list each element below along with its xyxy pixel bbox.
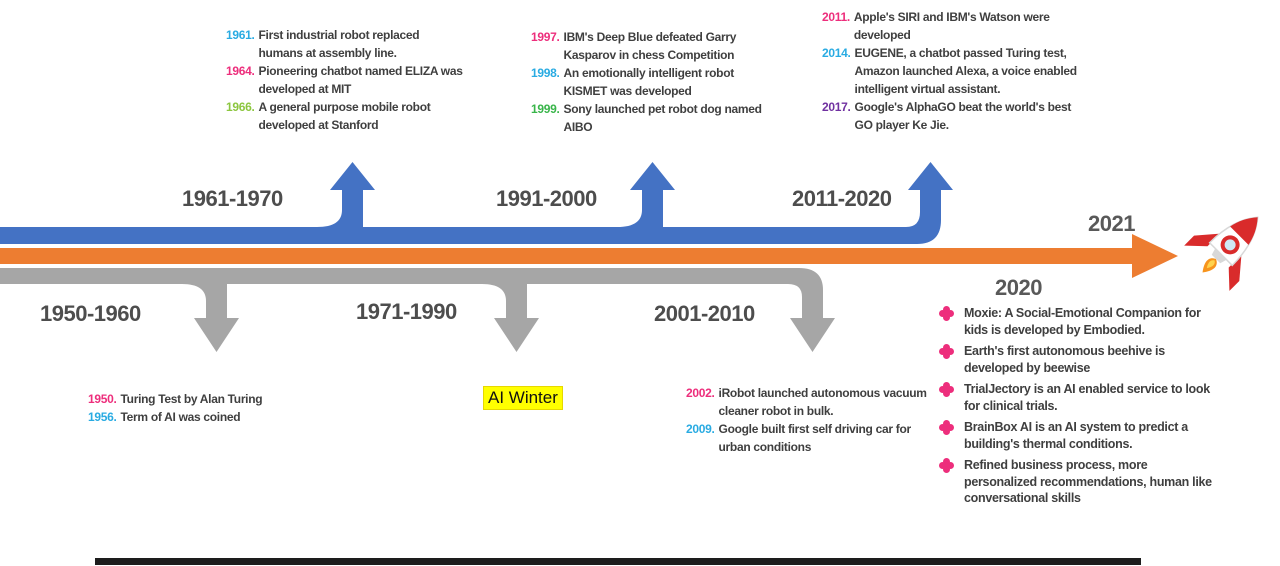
- list-item: Earth's first autonomous beehive is deve…: [941, 343, 1233, 376]
- event-year: 1964.: [226, 64, 255, 78]
- event-text: An emotionally intelligent robot KISMET …: [563, 66, 735, 98]
- event-text: iRobot launched autonomous vacuum cleane…: [718, 386, 927, 418]
- period-label-2001-2010: 2001-2010: [654, 301, 755, 326]
- event-text: Sony launched pet robot dog named AIBO: [563, 102, 762, 134]
- bullet-text: Earth's first autonomous beehive is deve…: [964, 344, 1165, 375]
- bullets-2020: Moxie: A Social-Emotional Companion for …: [941, 305, 1233, 507]
- flower-bullet-icon: [943, 424, 950, 431]
- event-1961: 1961. First industrial robot replaced hu…: [226, 26, 466, 62]
- event-text: Google built first self driving car for …: [718, 422, 912, 454]
- period-label-2011-2020: 2011-2020: [792, 186, 892, 211]
- gray-timeline-band: [0, 268, 835, 352]
- event-year: 1998.: [531, 66, 560, 80]
- orange-timeline-arrow: [0, 234, 1178, 278]
- period-label-1971-1990: 1971-1990: [356, 299, 457, 324]
- flower-bullet-icon: [943, 462, 950, 469]
- bullet-text: TrialJectory is an AI enabled service to…: [964, 382, 1210, 413]
- event-year: 1950.: [88, 392, 117, 406]
- event-text: Apple's SIRI and IBM's Watson were devel…: [853, 10, 1050, 42]
- event-year: 1956.: [88, 410, 117, 424]
- event-1964: 1964. Pioneering chatbot named ELIZA was…: [226, 62, 466, 98]
- event-1966: 1966. A general purpose mobile robot dev…: [226, 98, 466, 134]
- event-year: 2009.: [686, 422, 715, 436]
- event-1998: 1998. An emotionally intelligent robot K…: [531, 64, 771, 100]
- event-year: 1966.: [226, 100, 255, 114]
- event-2009: 2009. Google built first self driving ca…: [686, 420, 931, 456]
- event-1950: 1950. Turing Test by Alan Turing: [88, 390, 338, 408]
- period-label-1961-1970: 1961-1970: [182, 186, 283, 211]
- list-item: Refined business process, more personali…: [941, 457, 1233, 507]
- event-text: Google's AlphaGO beat the world's best G…: [854, 100, 1072, 132]
- event-text: IBM's Deep Blue defeated Garry Kasparov …: [563, 30, 737, 62]
- list-item: Moxie: A Social-Emotional Companion for …: [941, 305, 1233, 338]
- year-label-2021: 2021: [1088, 211, 1135, 236]
- event-text: Turing Test by Alan Turing: [120, 392, 263, 406]
- bullet-text: BrainBox AI is an AI system to predict a…: [964, 420, 1188, 451]
- bullet-text: Refined business process, more personali…: [964, 458, 1212, 505]
- event-year: 2014.: [822, 46, 851, 60]
- event-2017: 2017. Google's AlphaGO beat the world's …: [822, 98, 1090, 134]
- event-year: 1961.: [226, 28, 255, 42]
- period-label-1991-2000: 1991-2000: [496, 186, 597, 211]
- events-1991-2000: 1997. IBM's Deep Blue defeated Garry Kas…: [531, 28, 771, 136]
- flower-bullet-icon: [943, 386, 950, 393]
- period-label-1950-1960: 1950-1960: [40, 301, 141, 326]
- event-text: A general purpose mobile robot developed…: [258, 100, 431, 132]
- rocket-icon: [1184, 216, 1259, 291]
- up-arrow-1961-icon: [317, 162, 375, 227]
- event-text: EUGENE, a chatbot passed Turing test, Am…: [854, 46, 1078, 96]
- event-year: 1999.: [531, 102, 560, 116]
- event-year: 2002.: [686, 386, 715, 400]
- event-1956: 1956. Term of AI was coined: [88, 408, 338, 426]
- event-2002: 2002. iRobot launched autonomous vacuum …: [686, 384, 931, 420]
- event-2011: 2011. Apple's SIRI and IBM's Watson were…: [822, 8, 1090, 44]
- flower-bullet-icon: [943, 348, 950, 355]
- event-2014: 2014. EUGENE, a chatbot passed Turing te…: [822, 44, 1090, 98]
- event-text: Term of AI was coined: [120, 410, 241, 424]
- event-1997: 1997. IBM's Deep Blue defeated Garry Kas…: [531, 28, 771, 64]
- bottom-edge-strip: [95, 558, 1141, 565]
- up-arrow-1991-icon: [617, 162, 675, 227]
- events-1961-1970: 1961. First industrial robot replaced hu…: [226, 26, 466, 134]
- list-item: TrialJectory is an AI enabled service to…: [941, 381, 1233, 414]
- events-2001-2010: 2002. iRobot launched autonomous vacuum …: [686, 384, 931, 456]
- year-label-2020: 2020: [995, 275, 1042, 300]
- event-year: 1997.: [531, 30, 560, 44]
- down-arrow-1971-icon: [482, 284, 539, 352]
- down-arrow-1950-icon: [182, 284, 239, 352]
- events-1950-1960: 1950. Turing Test by Alan Turing 1956. T…: [88, 390, 338, 426]
- ai-winter-note: AI Winter: [483, 386, 563, 410]
- event-year: 2017.: [822, 100, 851, 114]
- event-1999: 1999. Sony launched pet robot dog named …: [531, 100, 771, 136]
- list-item: BrainBox AI is an AI system to predict a…: [941, 419, 1233, 452]
- event-year: 2011.: [822, 10, 850, 24]
- event-text: Pioneering chatbot named ELIZA was devel…: [258, 64, 463, 96]
- events-2011-2020: 2011. Apple's SIRI and IBM's Watson were…: [822, 8, 1090, 134]
- bullet-text: Moxie: A Social-Emotional Companion for …: [964, 306, 1201, 337]
- event-text: First industrial robot replaced humans a…: [258, 28, 420, 60]
- flower-bullet-icon: [943, 310, 950, 317]
- blue-timeline-band: [0, 162, 953, 244]
